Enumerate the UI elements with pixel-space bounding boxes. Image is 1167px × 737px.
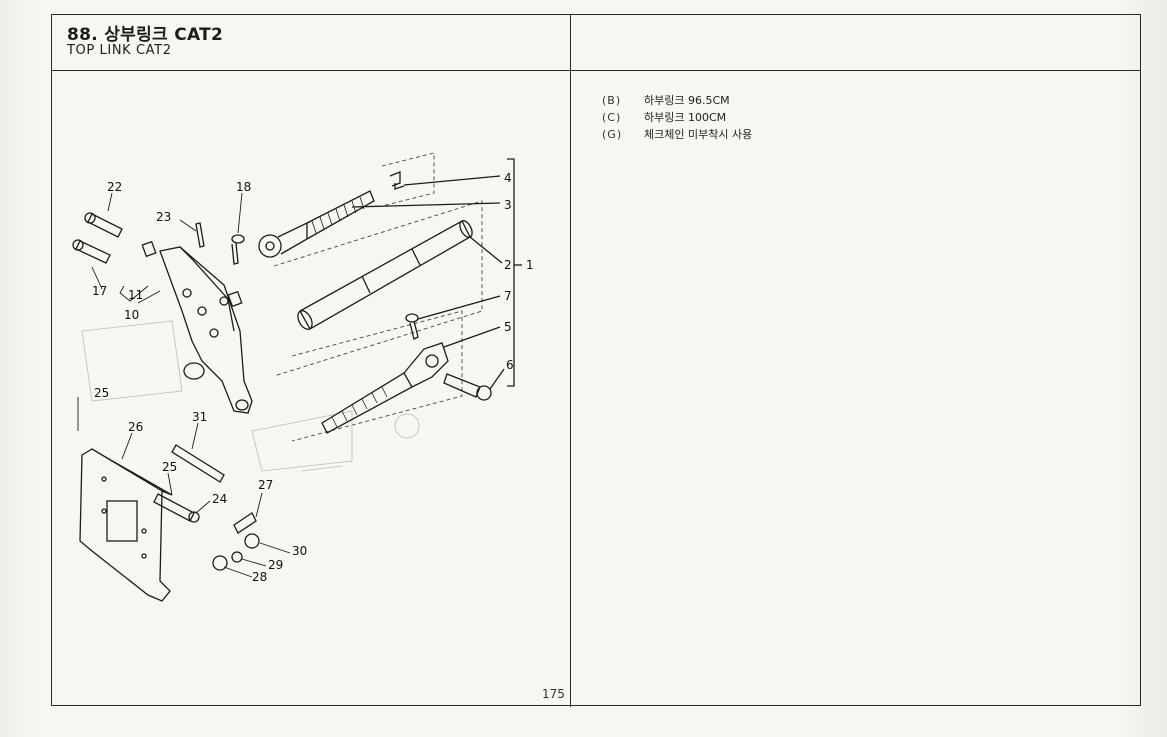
pin-24	[153, 493, 200, 523]
column-divider	[570, 15, 571, 707]
part-number-labels: 22 23 18 17 11 10 4 3 2 1 7 5 6 25 26 31…	[92, 171, 534, 584]
part-label: 25	[94, 386, 109, 400]
part-label: 3	[504, 198, 512, 212]
top-link-clip	[389, 171, 501, 190]
small-pins	[195, 222, 245, 265]
parts-diagram: 22 23 18 17 11 10 4 3 2 1 7 5 6 25 26 31…	[72, 152, 534, 602]
part-label: 29	[268, 558, 283, 572]
stowage-plate	[79, 448, 173, 602]
note-row: (C) 하부링크 100CM	[602, 109, 752, 126]
note-code: (B)	[602, 94, 622, 107]
part-label: 1	[526, 258, 534, 272]
part-label: 7	[504, 289, 512, 303]
page-number: 175	[542, 687, 565, 701]
note-row: (G) 체크체인 미부착시 사용	[602, 126, 752, 143]
lower-threaded-rod	[321, 326, 501, 434]
part-label: 30	[292, 544, 307, 558]
part-label: 11	[128, 288, 143, 302]
part-label: 22	[107, 180, 122, 194]
part-label: 17	[92, 284, 107, 298]
notes-list: (B) 하부링크 96.5CM (C) 하부링크 100CM (G) 체크체인 …	[602, 92, 752, 143]
note-row: (B) 하부링크 96.5CM	[602, 92, 752, 109]
part-label: 5	[504, 320, 512, 334]
note-code: (G)	[602, 128, 623, 141]
faint-background-sketch	[81, 320, 420, 472]
lynch-pin	[405, 295, 501, 340]
part-label: 2	[504, 258, 512, 272]
part-label: 4	[504, 171, 512, 185]
leader-lines	[77, 192, 291, 578]
page-frame: 88. 상부링크 CAT2 TOP LINK CAT2	[51, 14, 1141, 707]
page-header: 88. 상부링크 CAT2 TOP LINK CAT2	[52, 15, 1140, 71]
part-label: 24	[212, 492, 227, 506]
part-label: 27	[258, 478, 273, 492]
part-label: 6	[506, 358, 514, 372]
part-label: 18	[236, 180, 251, 194]
page-title: 88. 상부링크 CAT2	[67, 25, 224, 45]
note-text: 하부링크 96.5CM	[644, 94, 730, 107]
part-label: 25	[162, 460, 177, 474]
bushings	[141, 240, 243, 308]
threaded-eye-rod	[258, 190, 501, 258]
top-link-tube	[297, 220, 503, 330]
pins-22-17	[72, 212, 123, 264]
dashed-guide-lines	[273, 152, 483, 442]
note-text: 체크체인 미부착시 사용	[644, 128, 753, 141]
bolt-nut-set	[212, 512, 260, 571]
assembly-brace	[507, 158, 522, 387]
mount-bracket	[159, 246, 253, 414]
part-label: 10	[124, 308, 139, 322]
pin-6	[443, 368, 505, 401]
note-code: (C)	[602, 111, 622, 124]
page-subtitle: TOP LINK CAT2	[67, 43, 172, 58]
part-label: 28	[252, 570, 267, 584]
note-text: 하부링크 100CM	[644, 111, 727, 124]
rod-31	[171, 444, 225, 483]
part-label: 23	[156, 210, 171, 224]
part-label: 26	[128, 420, 143, 434]
part-label: 31	[192, 410, 207, 424]
